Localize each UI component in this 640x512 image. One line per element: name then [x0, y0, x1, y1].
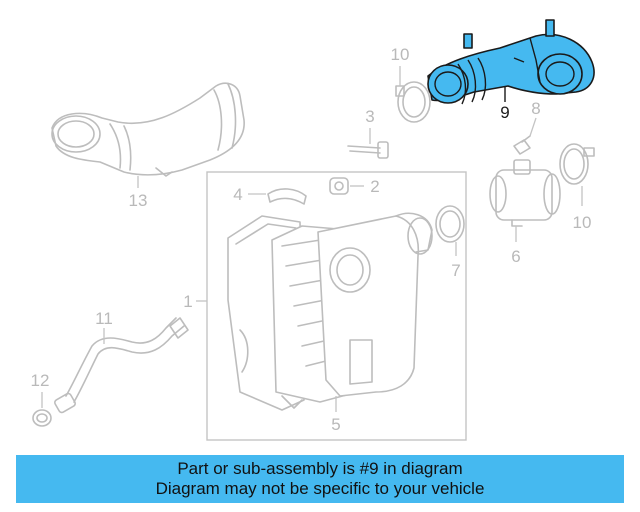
part-11-vent-tube[interactable]: [54, 317, 189, 414]
part-10-hose-clamp-lower[interactable]: [559, 143, 595, 185]
parts-diagram: 13 9 10 3 8: [31, 19, 595, 441]
callout-6: 6: [511, 247, 520, 266]
assembly-box: [206, 171, 467, 441]
part-8-fastener[interactable]: [513, 135, 531, 155]
part-13-intake-duct[interactable]: [51, 82, 245, 177]
part-1-air-cleaner-assembly[interactable]: [227, 212, 433, 411]
part-9-intake-hose[interactable]: [427, 19, 595, 105]
banner-line-part-number: Part or sub-assembly is #9 in diagram: [177, 459, 463, 478]
part-12-hose-clamp-small[interactable]: [32, 409, 52, 427]
info-banner: Part or sub-assembly is #9 in diagram Di…: [16, 455, 624, 503]
part-6-airflow-sensor[interactable]: [489, 159, 561, 227]
callout-12: 12: [31, 371, 50, 390]
part-3-bolt[interactable]: [347, 141, 389, 159]
leader-8: [529, 117, 537, 137]
callout-2: 2: [370, 177, 379, 196]
callout-10-upper: 10: [391, 45, 410, 64]
callout-3: 3: [365, 107, 374, 126]
callout-1: 1: [183, 292, 192, 311]
callout-7: 7: [451, 261, 460, 280]
callout-4: 4: [233, 185, 242, 204]
callout-11: 11: [95, 309, 113, 328]
part-7-seal-ring[interactable]: [435, 205, 465, 243]
part-2-grommet[interactable]: [329, 177, 349, 195]
callout-10-lower: 10: [573, 213, 592, 232]
banner-line-disclaimer: Diagram may not be specific to your vehi…: [155, 479, 485, 498]
callout-9: 9: [500, 103, 509, 122]
callout-8: 8: [531, 99, 540, 118]
callout-5: 5: [331, 415, 340, 434]
callout-13: 13: [129, 191, 148, 210]
part-10-hose-clamp-upper[interactable]: [395, 81, 431, 123]
part-4-clip[interactable]: [267, 188, 307, 205]
